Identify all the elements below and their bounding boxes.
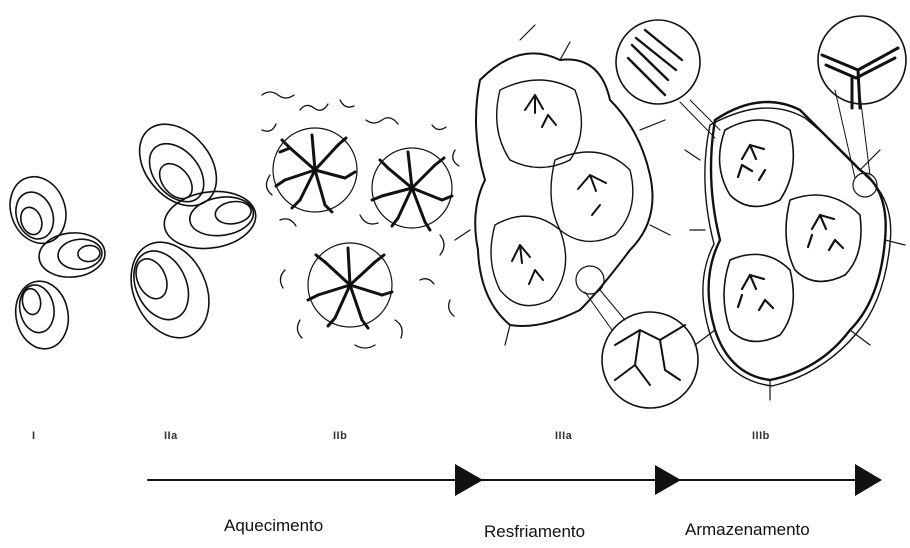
iiia-branches: [512, 95, 606, 284]
phase-label-storage: Armazenamento: [685, 520, 810, 540]
stage-label-iib: IIb: [333, 430, 347, 442]
arrowhead-3: [855, 464, 882, 496]
stage-label-i: I: [32, 430, 36, 442]
arrowhead-2: [655, 465, 681, 495]
stage-i-granules: [1, 169, 107, 353]
iiib-branches: [738, 145, 843, 310]
process-arrows: [148, 464, 882, 496]
iib-spokes-2: [372, 152, 452, 230]
arrowhead-1: [455, 464, 483, 496]
stage-label-iiia: IIIa: [555, 430, 572, 442]
iib-spokes-3: [308, 248, 392, 328]
phase-label-cooling: Resfriamento: [484, 522, 585, 542]
stage-label-iiib: IIIb: [752, 430, 770, 442]
amylose-strands: [262, 92, 459, 348]
stage-label-iia: IIa: [164, 430, 178, 442]
phase-label-heating: Aquecimento: [224, 516, 323, 536]
stage-iiia-network: [455, 25, 698, 408]
stage-iib-granules: [262, 92, 459, 348]
stage-iia-granules: [116, 109, 259, 350]
iiib-zoom-circle-left: [616, 20, 700, 104]
